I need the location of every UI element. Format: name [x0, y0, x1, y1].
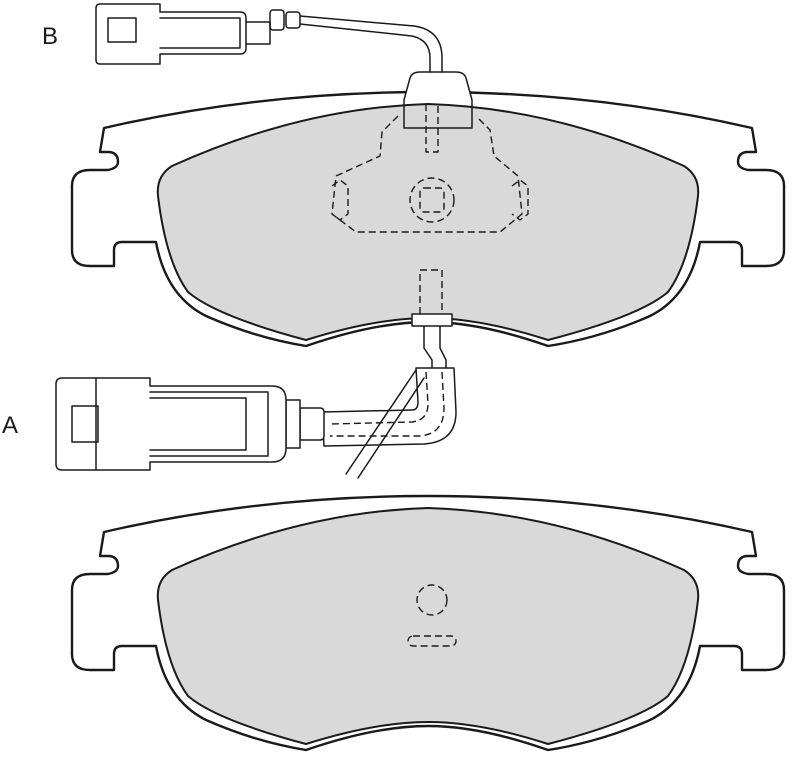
label-b: B	[42, 23, 58, 50]
brake-pad-bottom	[70, 494, 786, 752]
backing-plate-bottom	[70, 494, 786, 752]
friction-face-bottom	[156, 507, 700, 745]
sensor-clip-top	[403, 71, 473, 101]
hidden-plate-outline	[331, 115, 523, 233]
hidden-boss-outer	[409, 177, 455, 223]
hidden-slot-bottom	[407, 635, 457, 647]
connector-b	[95, 3, 247, 65]
sensor-cable-b	[95, 3, 443, 73]
cable-sheath-a	[321, 367, 457, 447]
wear-indicator-hidden-top	[425, 104, 439, 153]
wear-slot-bottom-top	[419, 269, 443, 314]
sensor-exit-block	[411, 313, 453, 327]
brake-pad-top	[70, 71, 786, 348]
sensor-cable-a	[55, 325, 457, 479]
connector-a	[55, 377, 287, 471]
hidden-hole-bottom	[416, 584, 448, 616]
label-a: A	[2, 412, 18, 439]
